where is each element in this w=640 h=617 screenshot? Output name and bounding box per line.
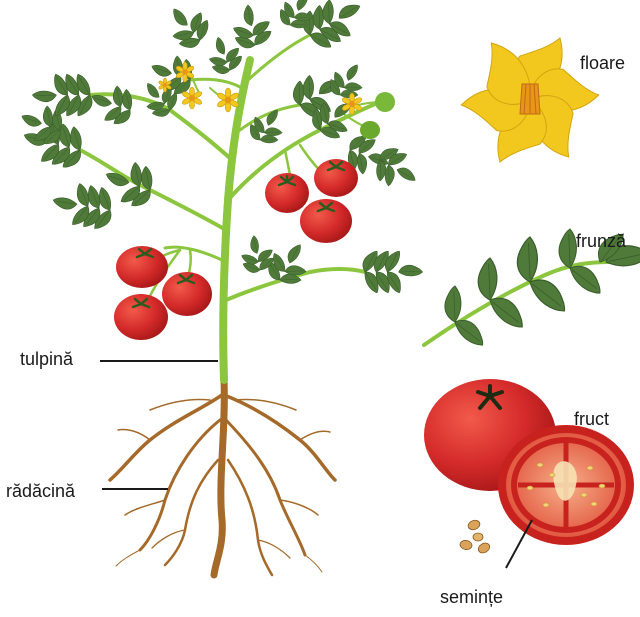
tomato	[162, 272, 212, 316]
tomato-fruit-icon	[424, 379, 634, 545]
tomato	[314, 159, 358, 197]
label-tulpina: tulpină	[20, 350, 73, 368]
tomato	[114, 294, 168, 340]
tomato	[300, 199, 352, 243]
label-seminte: semințe	[440, 588, 503, 606]
tomato	[116, 246, 168, 288]
label-floare: floare	[580, 54, 625, 72]
tomato-flower-icon	[460, 38, 599, 162]
label-fruct: fruct	[574, 410, 609, 428]
root-system	[110, 380, 335, 575]
label-radacina: rădăcină	[6, 482, 75, 500]
label-frunza: frunză	[576, 232, 626, 250]
tomato	[265, 173, 309, 213]
seeds-icon	[459, 519, 491, 555]
green-tomato	[360, 92, 395, 139]
